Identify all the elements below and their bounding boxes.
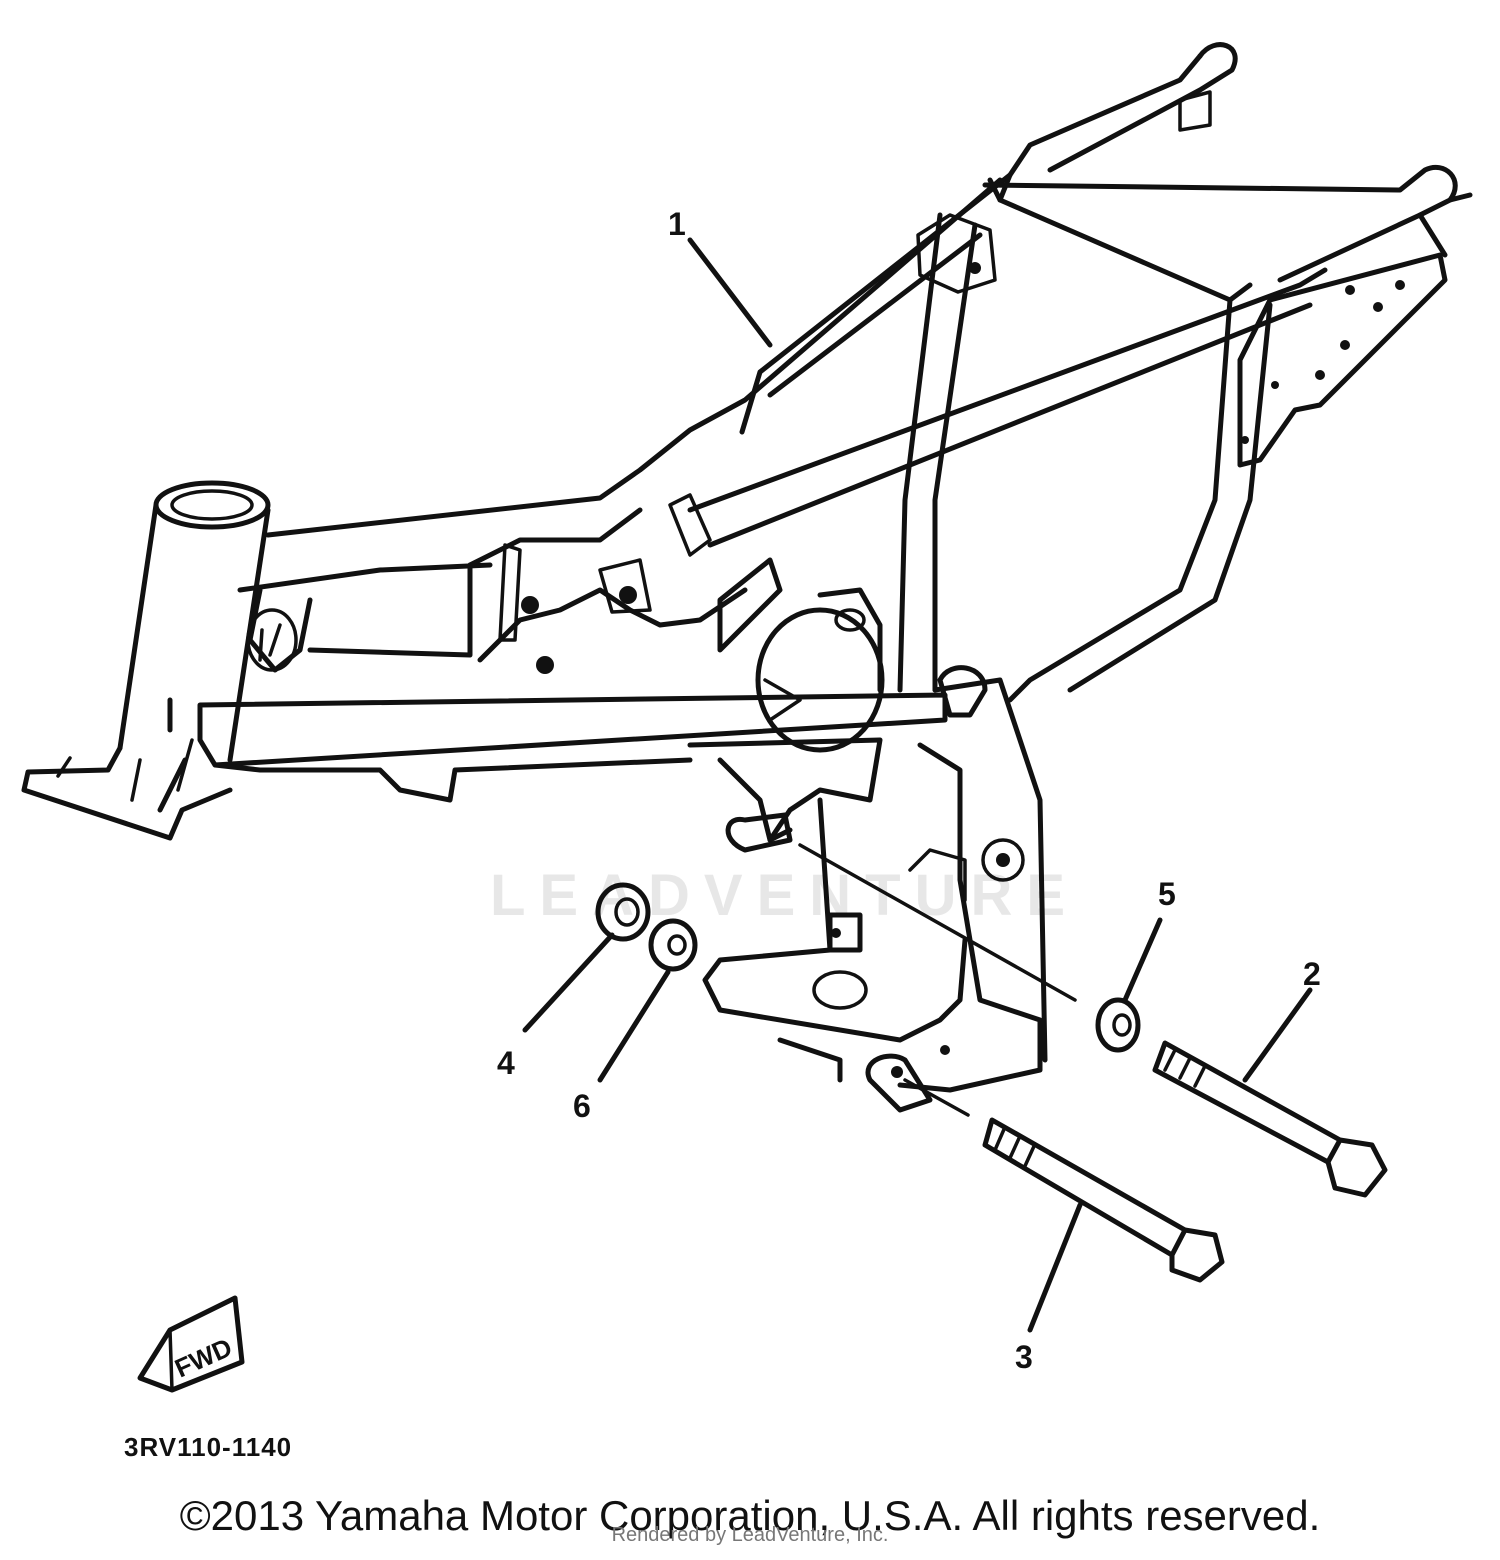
callout-2: 2 [1303, 956, 1321, 992]
washer-6 [648, 918, 698, 972]
rendered-by-credit: Rendered by LeadVenture, Inc. [611, 1524, 889, 1546]
nut-4 [595, 882, 651, 942]
callout-6: 6 [573, 1088, 591, 1124]
callout-5: 5 [1158, 876, 1176, 912]
callout-1: 1 [668, 206, 686, 242]
washer-5 [1095, 997, 1141, 1053]
bolt-long-2 [1152, 1040, 1388, 1198]
copyright-notice: ©2013 Yamaha Motor Corporation, U.S.A. A… [179, 1492, 1321, 1539]
part-code: 3RV110-1140 [124, 1432, 292, 1462]
watermark: LEADVENTURE [490, 863, 1079, 928]
fwd-arrow-icon: FWD [137, 1295, 245, 1393]
callout-3: 3 [1015, 1339, 1033, 1375]
bolt-long-3 [982, 1117, 1225, 1283]
callout-4: 4 [497, 1045, 515, 1081]
motorcycle-frame [21, 42, 1473, 1113]
